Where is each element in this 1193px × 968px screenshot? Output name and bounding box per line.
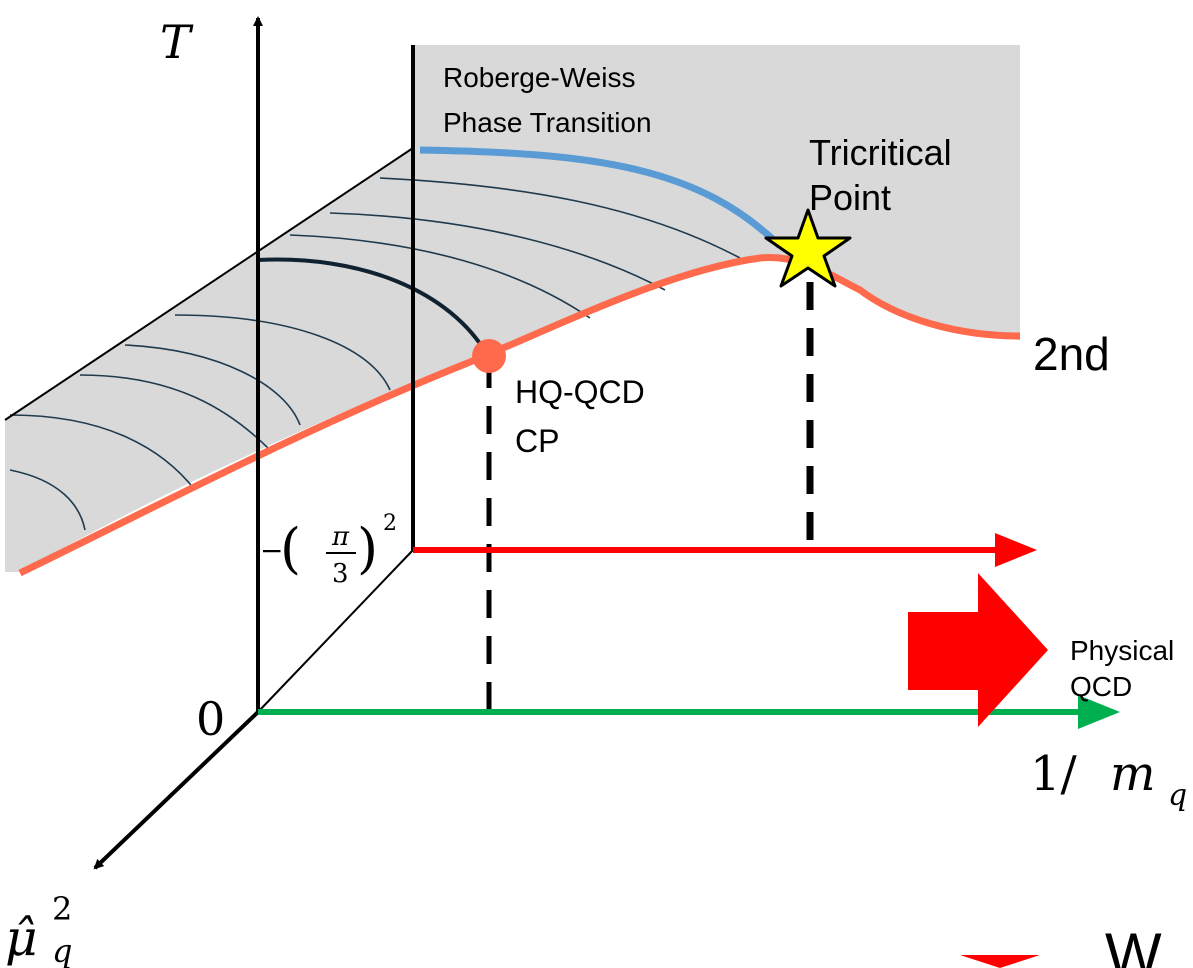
contour-line	[124, 344, 301, 426]
physical-qcd-line2: QCD	[1070, 671, 1132, 702]
contour-line	[9, 414, 196, 491]
hq-label-line1: HQ-QCD	[515, 374, 645, 410]
rw-three: 3	[332, 559, 349, 589]
rw-sup: 2	[383, 511, 397, 536]
contour-line	[9, 469, 86, 531]
hq-critical-point	[472, 339, 506, 373]
rw-label-line1: Roberge-Weiss	[443, 62, 635, 93]
mu-axis-label: μ̂ 2 q	[5, 890, 72, 968]
mu-axis-base: μ̂	[5, 909, 38, 967]
rw-left-paren: (	[280, 517, 301, 580]
hq-critical-line	[257, 257, 490, 357]
rw-minus: −	[260, 534, 283, 567]
slanted-plane-edges	[4, 147, 414, 713]
contour-line	[174, 314, 391, 391]
rw-right-paren: )	[357, 517, 378, 580]
rw-pi: π	[331, 522, 350, 552]
origin-label: 0	[196, 692, 225, 746]
contour-line	[329, 212, 666, 291]
mass-axis-arrowhead	[1078, 695, 1120, 729]
second-order-label: 2nd	[1033, 328, 1110, 380]
physical-qcd-line1: Physical	[1070, 635, 1174, 666]
tcp-label-line2: Point	[809, 177, 891, 218]
roberge-weiss-curve	[419, 146, 783, 249]
contour-line	[79, 374, 271, 451]
critical-curve	[18, 254, 1021, 577]
contour-lines	[9, 177, 741, 531]
slanted-plane-surface	[5, 148, 780, 572]
mass-axis-var: m	[1110, 746, 1156, 802]
legend-marker	[960, 955, 1040, 968]
mass-axis-prefix: 1/	[1030, 746, 1078, 802]
legend-text: W	[1105, 921, 1162, 968]
mu-axis-sub: q	[52, 932, 72, 968]
rw-mass-arrowhead	[995, 533, 1037, 567]
rw-label-line2: Phase Transition	[443, 107, 652, 138]
rw-floor-edge	[257, 549, 414, 713]
mass-axis-label: 1/ m q	[1030, 746, 1187, 813]
contour-line	[379, 177, 741, 259]
tricritical-star-icon	[764, 208, 852, 288]
mass-axis-sub: q	[1168, 778, 1187, 813]
mu-axis-sup: 2	[52, 890, 72, 928]
contour-line	[289, 234, 591, 319]
hq-label-line2: CP	[515, 423, 559, 459]
rw-axis-value: − ( π 3 ) 2	[260, 511, 397, 589]
mu-axis	[93, 710, 260, 870]
physical-qcd-arrow	[908, 573, 1048, 727]
plane-top-edge	[4, 147, 414, 421]
tcp-label-line1: Tricritical	[809, 132, 952, 173]
t-axis-label: T	[160, 15, 194, 69]
